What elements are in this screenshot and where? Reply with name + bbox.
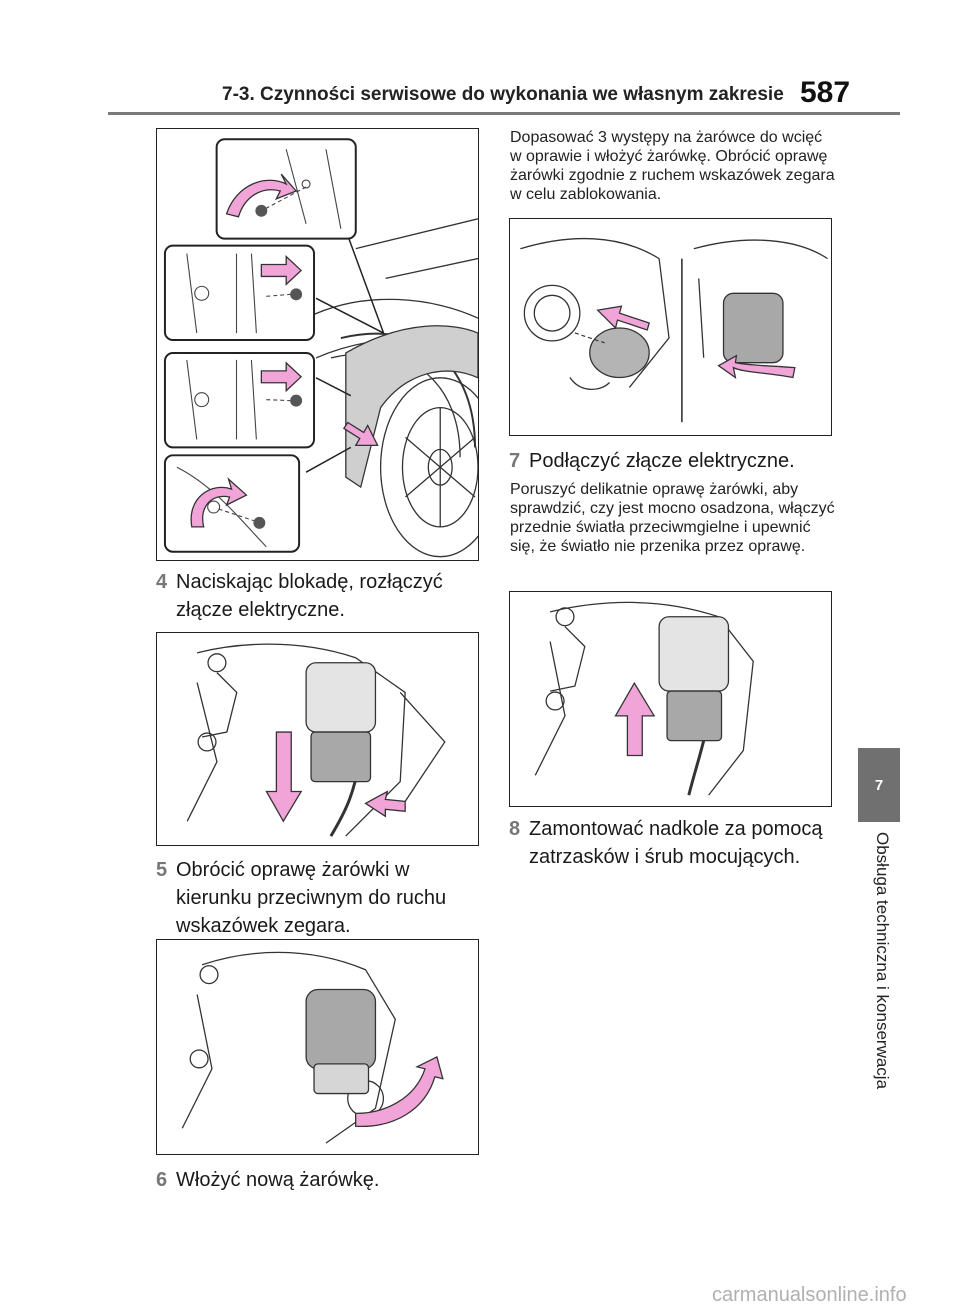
counterclockwise-arrow [354,1055,444,1127]
step-4: 4 Naciskając blokadę, rozłączyć złącze e… [156,568,479,624]
step-text: Włożyć nową żarówkę. [176,1169,380,1191]
step-7: 7 Podłączyć złącze elektryczne. [509,447,839,475]
bulb-socket [305,988,377,1070]
bulb-socket [658,616,730,692]
reconnect-illustration [534,601,754,796]
push-arrow-1 [260,255,303,286]
wheel-liner-illustration [163,138,478,558]
bulb-socket [305,662,377,733]
step-number: 5 [156,859,168,881]
insert-bulb-instruction: Dopasować 3 występy na żarówce do wcięć … [510,129,835,203]
figure-wheel-liner [156,128,479,561]
section-title: 7-3. Czynności serwisowe do wykonania we… [222,84,784,105]
page-header: 7-3. Czynności serwisowe do wykonania we… [0,0,960,120]
watermark: carmanualsonline.info [712,1284,907,1306]
step-5: 5 Obrócić oprawę żarówki w kierunku prze… [156,856,479,940]
new-bulb [589,327,650,379]
press-arrow [364,790,406,818]
step-text: Naciskając blokadę, rozłączyć złącze ele… [176,571,443,621]
step-number: 7 [509,450,521,472]
step-6: 6 Włożyć nową żarówkę. [156,1166,479,1194]
page-number: 587 [800,76,851,109]
up-arrow [614,681,656,757]
step-text: Zamontować nadkole za pomocą zatrzasków … [529,818,823,868]
insert-bulb-illustration [520,237,828,423]
figure-insert-bulb [509,218,832,436]
figure-rotate-bulb [156,939,479,1155]
down-arrow [265,731,303,823]
connector [666,690,723,742]
step-number: 6 [156,1169,168,1191]
rotate-bulb-illustration [181,951,444,1144]
wheel-liner-shape [345,325,478,489]
header-divider [108,112,900,115]
pull-arrow [342,421,379,447]
check-connection-instruction: Poruszyć delikatnie oprawę żarówki, aby … [510,481,835,555]
installed-bulb [722,292,784,364]
rotate-arrow-1 [225,173,298,218]
step-number: 8 [509,818,521,840]
step-number: 4 [156,571,168,593]
figure-disconnect-connector [156,632,479,846]
step-8: 8 Zamontować nadkole za pomocą zatrzaskó… [509,815,839,871]
disconnect-illustration [186,643,446,837]
connector [310,731,372,783]
chapter-title: Obsługa techniczna i konserwacja [873,832,892,1090]
step-text: Obrócić oprawę żarówki w kierunku przeci… [176,859,447,937]
chapter-tab[interactable]: 7 [858,748,900,822]
rotate-arrow-2 [190,477,248,528]
chapter-number: 7 [874,776,884,794]
clockwise-arrow [717,354,796,379]
insert-arrow [596,305,650,331]
figure-reconnect-connector [509,591,832,807]
step-text: Podłączyć złącze elektryczne. [529,450,795,472]
bulb-base [313,1063,370,1095]
push-arrow-2 [260,361,303,393]
